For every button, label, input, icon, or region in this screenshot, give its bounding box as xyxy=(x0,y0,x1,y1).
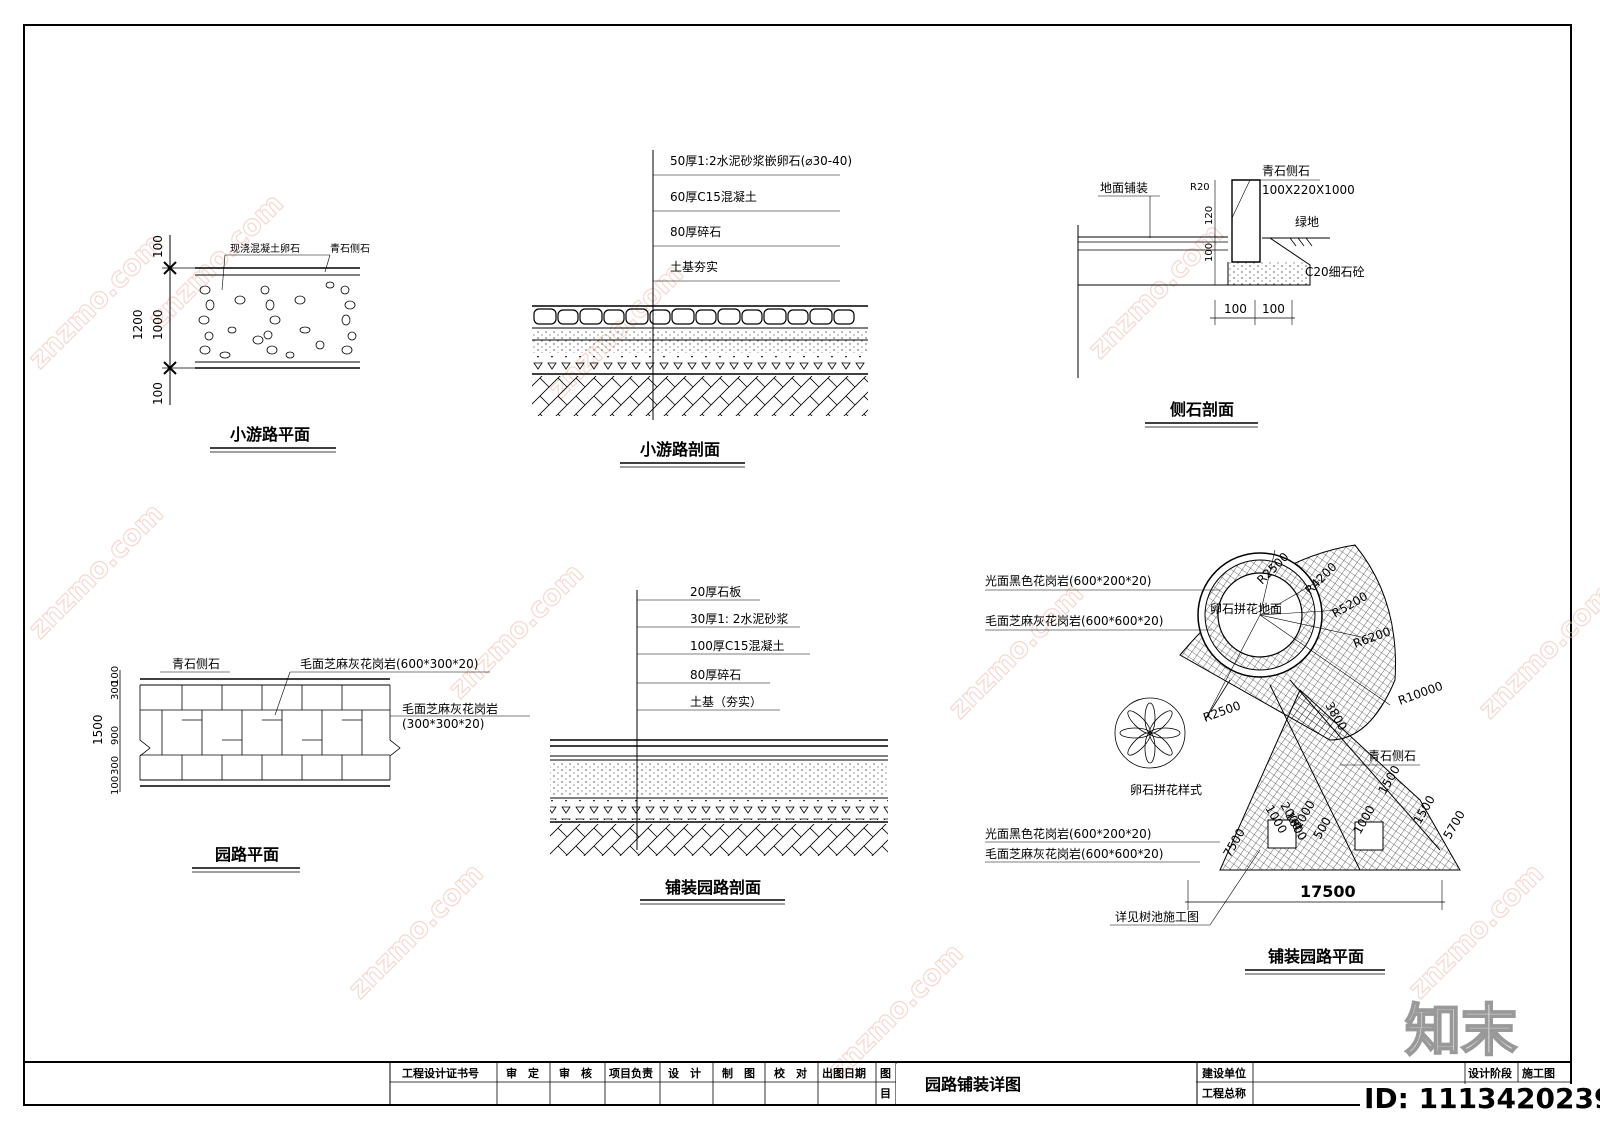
material-label: 绿地 xyxy=(1295,214,1319,229)
detail-paved-path-section: 20厚石板 30厚1: 2水泥砂浆 100厚C15混凝土 80厚碎石 土基（夯实… xyxy=(550,585,888,905)
image-id-label: ID: 1113420239 xyxy=(1364,1082,1600,1115)
dim-text: 300 xyxy=(110,756,121,775)
dim-text: 100 xyxy=(151,235,165,258)
detail-title: 园路平面 xyxy=(215,845,279,864)
layer-label: 50厚1:2水泥砂浆嵌卵石(⌀30-40) xyxy=(670,153,852,168)
detail-title: 小游路平面 xyxy=(230,425,310,444)
layer-label: 土基（夯实） xyxy=(690,694,762,709)
sheet-border xyxy=(23,24,1572,1106)
tb-project-label: 工程总称 xyxy=(1202,1086,1246,1100)
dim-text: 1000 xyxy=(151,309,165,340)
detail-curb-section: 地面铺装 青石侧石 100X220X1000 绿地 C20细石砼 R20 120… xyxy=(1077,164,1365,428)
dim-text: 5700 xyxy=(1440,808,1467,841)
material-label: 卵石拼花地面 xyxy=(1210,601,1282,616)
pebble-fill xyxy=(198,281,357,359)
material-label: 青石侧石 xyxy=(1368,749,1416,763)
watermark-text: znzmo.com xyxy=(22,497,170,645)
tb-review-label: 审 核 xyxy=(559,1066,592,1080)
material-label: 毛面芝麻灰花岗岩(600*600*20) xyxy=(985,613,1163,628)
tb-design-label: 设 计 xyxy=(668,1066,701,1080)
drawing-name: 园路铺装详图 xyxy=(925,1075,1021,1094)
tb-approve-label: 审 定 xyxy=(506,1066,539,1080)
material-label: 毛面芝麻灰花岗岩 xyxy=(402,701,498,716)
dim-text: 900 xyxy=(110,726,121,745)
watermark-text: znzmo.com xyxy=(342,857,490,1005)
material-label: 青石侧石 xyxy=(330,242,370,255)
material-label: 卵石拼花样式 xyxy=(1130,782,1202,797)
layer-label: 60厚C15混凝土 xyxy=(670,189,757,204)
layer-label: 80厚碎石 xyxy=(690,667,741,682)
detail-title: 侧石剖面 xyxy=(1170,400,1234,419)
material-label: 现浇混凝土卵石 xyxy=(230,242,300,255)
watermark-text: znzmo.com xyxy=(942,577,1090,725)
radius-label: R2500 xyxy=(1201,698,1242,724)
layer-label: 100厚C15混凝土 xyxy=(690,638,785,653)
watermark-text: znzmo.com xyxy=(1082,217,1230,365)
layer-label: 30厚1: 2水泥砂浆 xyxy=(690,611,788,626)
dim-text: 100 xyxy=(110,666,121,685)
layer-label: 土基夯实 xyxy=(670,259,718,274)
watermark-text: znzmo.com xyxy=(22,227,170,375)
watermark-text: znzmo.com xyxy=(1402,857,1550,1005)
material-label: 100X220X1000 xyxy=(1262,183,1355,197)
tb-lead-label: 项目负责 xyxy=(609,1066,653,1080)
watermark-text: znzmo.com xyxy=(442,557,590,705)
dim-text: 100 xyxy=(151,382,165,405)
tb-drawing-label: 图 xyxy=(880,1067,891,1080)
layer-label: 20厚石板 xyxy=(690,585,741,599)
material-label: C20细石砼 xyxy=(1305,265,1365,279)
detail-title: 小游路剖面 xyxy=(640,440,720,459)
tb-date-label: 出图日期 xyxy=(822,1066,866,1080)
detail-garden-path-plan: 青石侧石 毛面芝麻灰花岗岩(600*300*20) 毛面芝麻灰花岗岩 (300*… xyxy=(91,656,530,873)
pebble-pattern-icon xyxy=(1114,697,1186,769)
tb-drawing-label-2: 目 xyxy=(880,1087,891,1100)
id-badge-bg xyxy=(1360,1084,1590,1124)
radius-label: R10000 xyxy=(1396,679,1444,708)
material-label: 青石侧石 xyxy=(1262,164,1310,178)
material-label: (300*300*20) xyxy=(402,717,484,731)
dim-text: 100 xyxy=(1204,243,1215,262)
detail-path-plan: 100 1200 1000 100 现浇混凝土卵石 青石侧石 小游路平面 xyxy=(131,235,370,453)
dim-text: 100 xyxy=(110,776,121,795)
material-label: 详见树池施工图 xyxy=(1115,909,1199,924)
dim-text: 120 xyxy=(1204,206,1215,225)
material-label: 毛面芝麻灰花岗岩(600*300*20) xyxy=(300,656,478,671)
detail-title: 铺装园路剖面 xyxy=(665,878,761,897)
dim-text: 17500 xyxy=(1300,882,1356,901)
dim-text: 1500 xyxy=(91,714,105,745)
tb-stage-value: 施工图 xyxy=(1522,1066,1555,1080)
material-label: 毛面芝麻灰花岗岩(600*600*20) xyxy=(985,846,1163,861)
tb-cert-label: 工程设计证书号 xyxy=(402,1066,479,1080)
tb-stage-label: 设计阶段 xyxy=(1468,1066,1512,1080)
dim-text: 100 xyxy=(1224,302,1247,316)
dim-text: 1200 xyxy=(131,309,145,340)
tb-check-label: 校 对 xyxy=(774,1066,807,1080)
tb-client-label: 建设单位 xyxy=(1202,1066,1246,1080)
detail-path-section: 50厚1:2水泥砂浆嵌卵石(⌀30-40) 60厚C15混凝土 80厚碎石 土基… xyxy=(532,150,868,468)
dim-text: 100 xyxy=(1262,302,1285,316)
material-label: 光面黑色花岗岩(600*200*20) xyxy=(985,826,1151,841)
brand-logo: 知末 xyxy=(1405,999,1517,1064)
watermark-text: znzmo.com xyxy=(1472,577,1600,725)
material-label: 光面黑色花岗岩(600*200*20) xyxy=(985,573,1151,588)
detail-title: 铺装园路平面 xyxy=(1268,947,1364,966)
title-block: 工程设计证书号 审 定 审 核 项目负责 设 计 制 图 校 对 出图日期 图 … xyxy=(24,1061,1571,1105)
dim-text: 300 xyxy=(110,681,121,700)
dim-text: R20 xyxy=(1190,182,1210,193)
material-label: 地面铺装 xyxy=(1100,181,1148,195)
material-label: 青石侧石 xyxy=(172,657,220,671)
tb-draw-label: 制 图 xyxy=(722,1066,755,1080)
layer-label: 80厚碎石 xyxy=(670,224,721,239)
